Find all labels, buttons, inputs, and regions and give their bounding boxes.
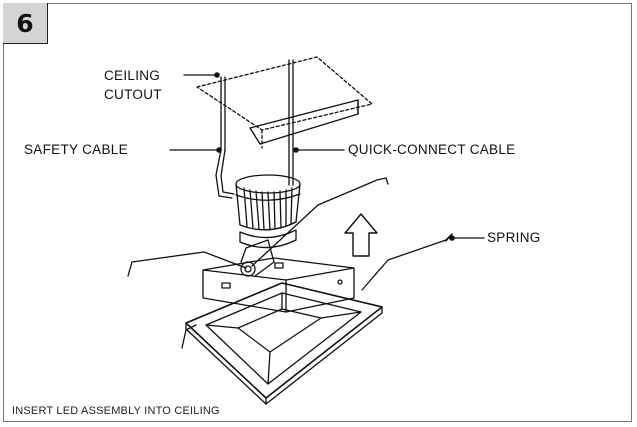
ceiling-cutout	[196, 56, 373, 149]
ceiling-cutout-label: CEILING CUTOUT	[104, 66, 162, 104]
leader-lines	[169, 74, 485, 239]
ceiling-block	[249, 99, 359, 145]
leader-dots	[214, 72, 455, 241]
quick-connect-cable-label: QUICK-CONNECT CABLE	[348, 142, 516, 157]
figure-frame	[3, 3, 632, 422]
spring-label: SPRING	[487, 230, 541, 245]
step-number-badge: 6	[3, 3, 48, 44]
ceiling-label-line2: CUTOUT	[104, 87, 162, 102]
torsion-spring-wire	[127, 177, 453, 349]
heat-sink	[235, 174, 301, 249]
safety-cable-label: SAFETY CABLE	[24, 142, 128, 157]
trim-faceplate	[185, 282, 383, 405]
mounting-clip	[240, 239, 275, 277]
up-arrow-icon	[344, 213, 378, 257]
safety-cable	[215, 76, 235, 199]
housing	[202, 257, 355, 313]
figure-caption: INSERT LED ASSEMBLY INTO CEILING	[12, 405, 220, 417]
quick-connect-cable	[288, 59, 294, 186]
ceiling-label-line1: CEILING	[104, 68, 161, 83]
